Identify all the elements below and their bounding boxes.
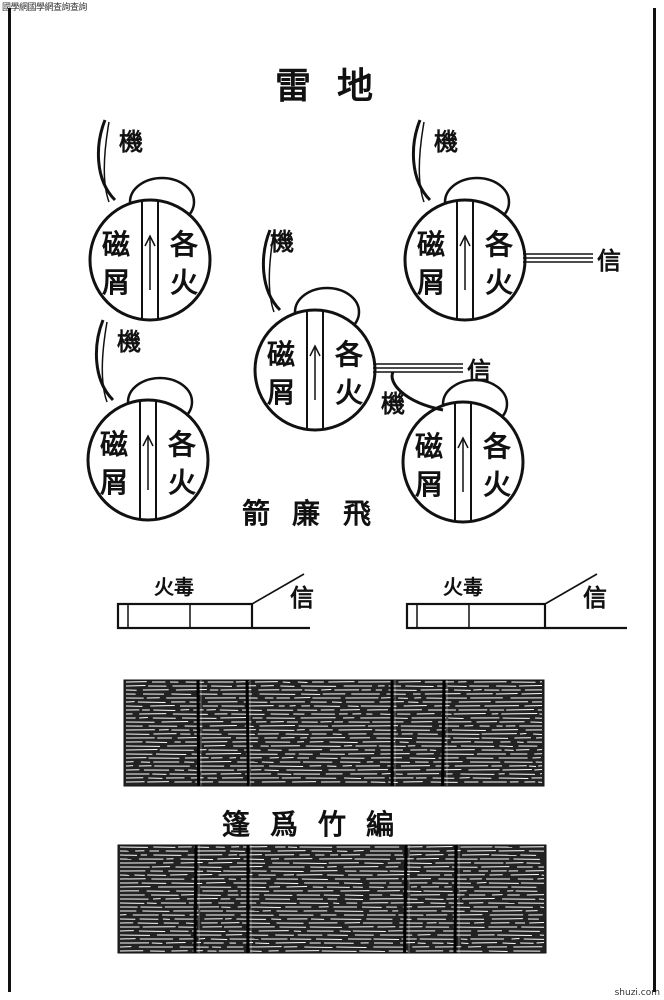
mine-left-label-char: 屑 (267, 376, 295, 409)
mine-arrow-head (144, 234, 156, 247)
land-mine-unit: 磁屑 各火 機信 (403, 119, 621, 322)
land-mine-title-char-0: 地 (337, 65, 373, 107)
mine-trigger-cord-inner (101, 321, 108, 403)
mine-trigger-cord (261, 229, 282, 312)
bamboo-binding (245, 679, 250, 787)
arrow-label-top: 火毒 (443, 575, 483, 599)
bamboo-title-char-1: 竹 (317, 808, 346, 841)
mine-arrow-head (142, 434, 154, 447)
mine-right-label-char: 各 (484, 228, 514, 261)
bamboo-screen-bottom (117, 844, 547, 954)
mine-arrow-head (457, 436, 469, 449)
mine-trigger-label: 機 (381, 389, 405, 418)
land-mine-unit: 磁屑 各火 機 (86, 319, 210, 522)
arrow-fuse (251, 573, 305, 605)
bamboo-binding (441, 679, 446, 787)
flying-arrow: 火毒 信 (405, 573, 627, 630)
flying-arrows: 火毒 信 火毒 信 (116, 573, 627, 630)
mine-trigger-cord-inner (103, 121, 110, 203)
mine-right-label-char: 各 (482, 430, 512, 463)
bamboo-title-char-2: 爲 (270, 808, 298, 841)
arrow-label-fuse: 信 (290, 583, 314, 612)
mine-right-label-char: 各 (169, 228, 199, 261)
land-mine-title-char-1: 雷 (275, 65, 311, 107)
arrow-title-char-1: 廉 (292, 497, 320, 530)
arrow-tube (405, 602, 547, 630)
mine-trigger-cord (390, 371, 444, 412)
mine-fuse-label: 信 (597, 246, 621, 275)
corner-mark: shuzi.com (614, 988, 660, 998)
mine-left-label-char: 屑 (102, 266, 130, 299)
flying-arrow: 火毒 信 (116, 573, 314, 630)
bamboo-title-char-0: 編 (366, 808, 394, 841)
land-mine-unit: 磁屑 各火 機 (88, 119, 212, 322)
mine-right-label-char: 各 (167, 428, 197, 461)
mine-trigger-cord (96, 119, 117, 202)
bamboo-binding (193, 844, 198, 954)
arrow-tube (116, 602, 254, 630)
bamboo-binding (403, 844, 408, 954)
mine-right-label-char: 火 (168, 466, 196, 499)
mine-left-label-char: 屑 (417, 266, 445, 299)
mine-right-label-char: 火 (170, 266, 198, 299)
mine-trigger-cord (94, 319, 115, 402)
mine-trigger-label: 機 (119, 127, 143, 156)
mine-trigger-label: 機 (270, 227, 294, 256)
mine-trigger-cord (411, 119, 432, 202)
mine-right-label-char: 各 (334, 338, 364, 371)
mine-left-label-char: 磁 (100, 428, 128, 461)
mine-right-label-char: 火 (485, 266, 513, 299)
bamboo-screen-top (123, 679, 545, 787)
arrow-fuse (544, 573, 598, 605)
bamboo-binding (453, 844, 458, 954)
watermark: 國學網國學網查詢查詢 (2, 3, 88, 13)
page-border (8, 8, 656, 992)
mine-right-label-char: 火 (335, 376, 363, 409)
arrow-label-top: 火毒 (154, 575, 194, 599)
mine-left-label-char: 屑 (415, 468, 443, 501)
mine-left-label-char: 磁 (417, 228, 445, 261)
mine-arrow-head (309, 344, 321, 357)
bamboo-binding (196, 679, 201, 787)
mine-trigger-label: 機 (117, 327, 141, 356)
mine-left-label-char: 磁 (415, 430, 443, 463)
land-mine-unit: 磁屑 各火 機 (381, 371, 525, 524)
mine-arrow-head (459, 234, 471, 247)
mine-left-label-char: 磁 (267, 338, 295, 371)
bamboo-title-char-3: 篷 (222, 808, 251, 841)
arrow-label-fuse: 信 (583, 583, 607, 612)
mine-trigger-label: 機 (434, 127, 458, 156)
arrow-title-char-2: 箭 (242, 497, 270, 530)
mine-right-label-char: 火 (483, 468, 511, 501)
mine-left-label-char: 屑 (100, 466, 128, 499)
mine-left-label-char: 磁 (102, 228, 130, 261)
arrow-title-char-0: 飛 (343, 497, 371, 530)
mine-trigger-cord-inner (268, 231, 275, 313)
mine-trigger-cord-inner (418, 121, 425, 203)
